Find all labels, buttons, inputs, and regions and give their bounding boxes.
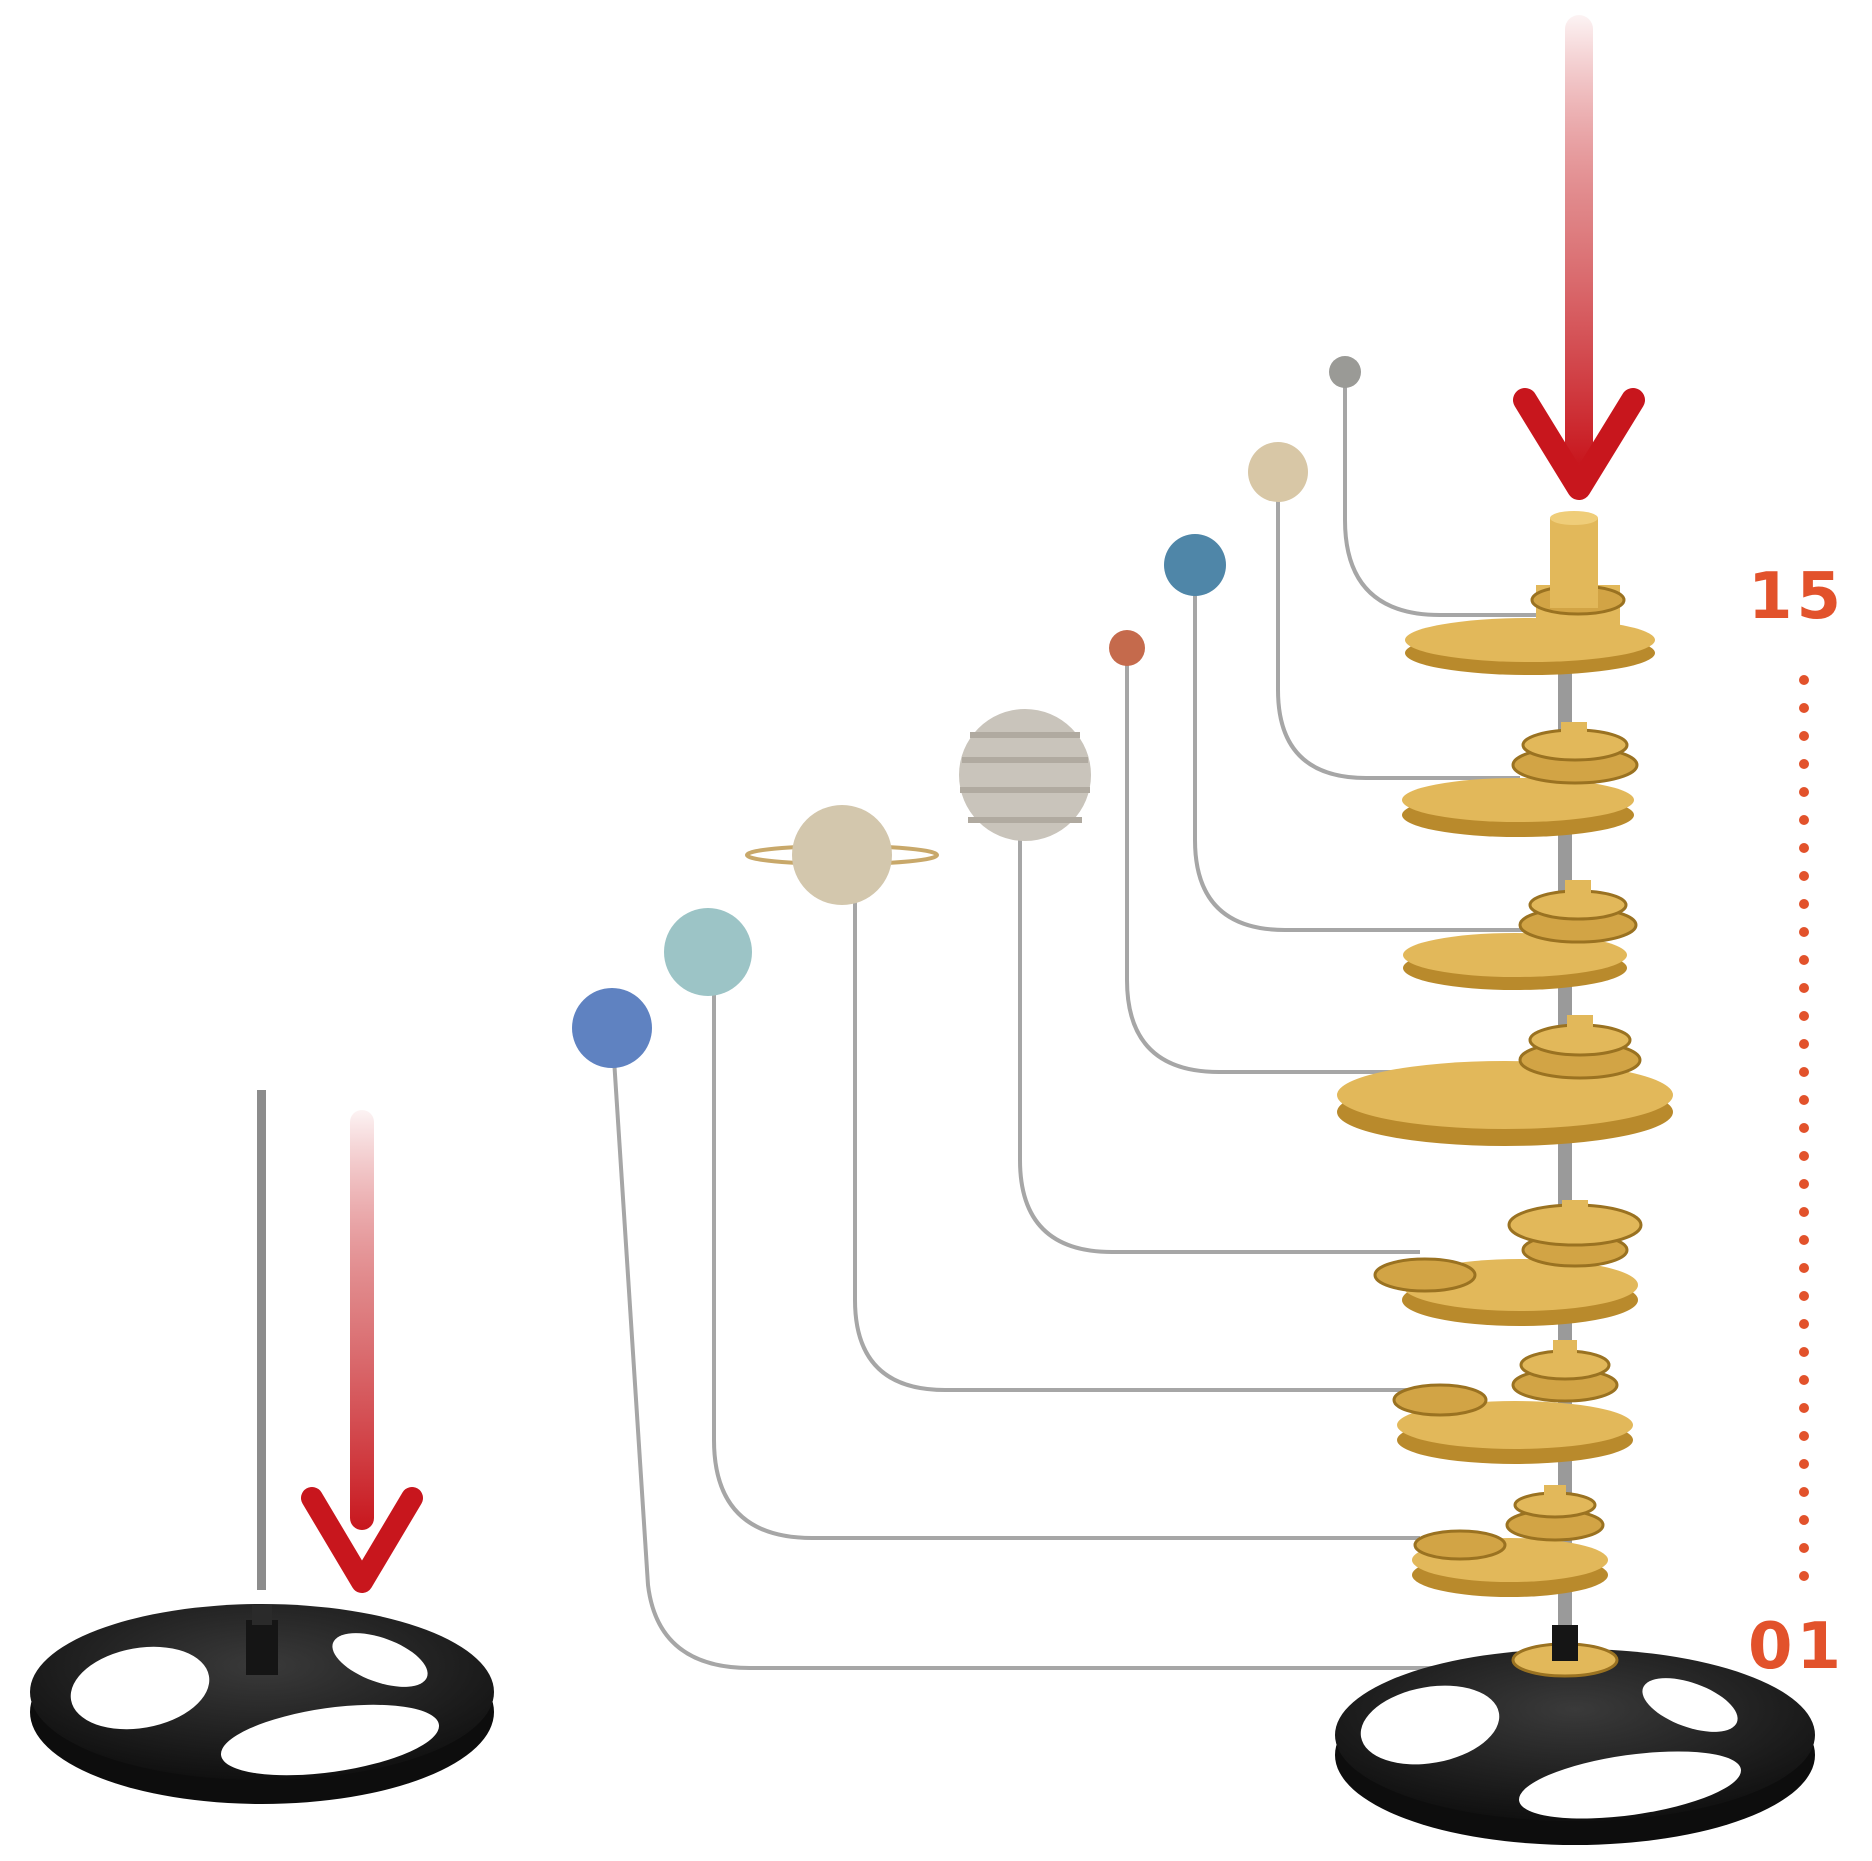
planet-neptune: [572, 988, 652, 1068]
black-base-stand-assembled: [1335, 1625, 1815, 1845]
left-assembly-step: [30, 1090, 494, 1804]
earth-wire: [1193, 590, 1540, 932]
planet-earth: [1164, 534, 1226, 596]
mercury-wire: [1343, 372, 1560, 617]
planet-saturn: [745, 805, 939, 905]
uranus-wire: [712, 950, 1420, 1540]
neptune-wire: [610, 1027, 1540, 1670]
step-start-label: 01: [1748, 1610, 1846, 1684]
black-base-stand: [30, 1604, 494, 1804]
jupiter-wire: [1018, 770, 1420, 1254]
mars-wire: [1125, 648, 1540, 1074]
gear-module-10: [1392, 1340, 1633, 1464]
gear-stack: [1337, 511, 1673, 1597]
gear-module-14: [1402, 722, 1639, 837]
gear-module-13: [1403, 880, 1638, 990]
planet-jupiter: [959, 709, 1091, 841]
planets: [572, 356, 1361, 1068]
planet-wires: [610, 372, 1560, 1670]
step-dotted-line: [1799, 675, 1809, 1581]
planet-mercury: [1329, 356, 1361, 388]
gear-module-12: [1337, 1015, 1673, 1146]
gear-module-15: [1405, 511, 1655, 675]
venus-wire: [1276, 472, 1520, 780]
planet-uranus: [664, 908, 752, 996]
gear-module-09: [1412, 1485, 1608, 1597]
loose-rod: [257, 1090, 266, 1590]
gear-module-11: [1373, 1200, 1643, 1326]
planet-mars: [1109, 630, 1145, 666]
step-end-label: 15: [1748, 560, 1846, 634]
saturn-wire: [853, 880, 1420, 1392]
planet-venus: [1248, 442, 1308, 502]
down-arrow-top-icon: [1513, 15, 1645, 500]
down-arrow-icon: [301, 1110, 423, 1593]
